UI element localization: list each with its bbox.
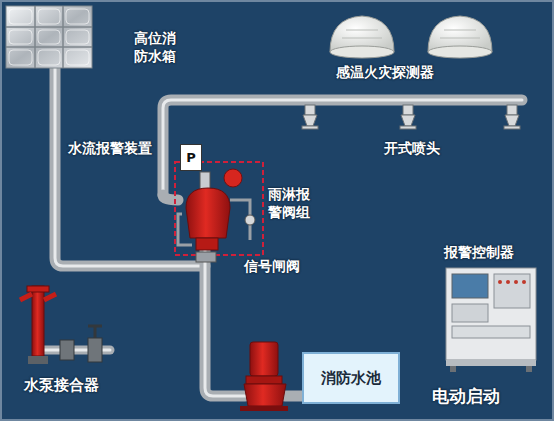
- controller-label: 报警控制器: [444, 244, 514, 262]
- detector-label: 感温火灾探测器: [336, 64, 434, 82]
- box-text: 消防水池: [321, 369, 381, 388]
- water-pool-box: 消防水池: [302, 352, 400, 404]
- valve-group-label: 雨淋报警阀组: [268, 186, 310, 221]
- alarm-device-label: 水流报警装置: [68, 140, 152, 158]
- gate-valve-label: 信号闸阀: [244, 258, 300, 276]
- box-text: P: [186, 150, 196, 165]
- pressure-switch-box: P: [180, 144, 202, 171]
- sprinkler-label: 开式喷头: [384, 140, 440, 158]
- tank-label: 高位消防水箱: [134, 30, 176, 65]
- start-mode-label: 电动启动: [432, 386, 500, 407]
- pump-connector-label: 水泵接合器: [24, 376, 99, 395]
